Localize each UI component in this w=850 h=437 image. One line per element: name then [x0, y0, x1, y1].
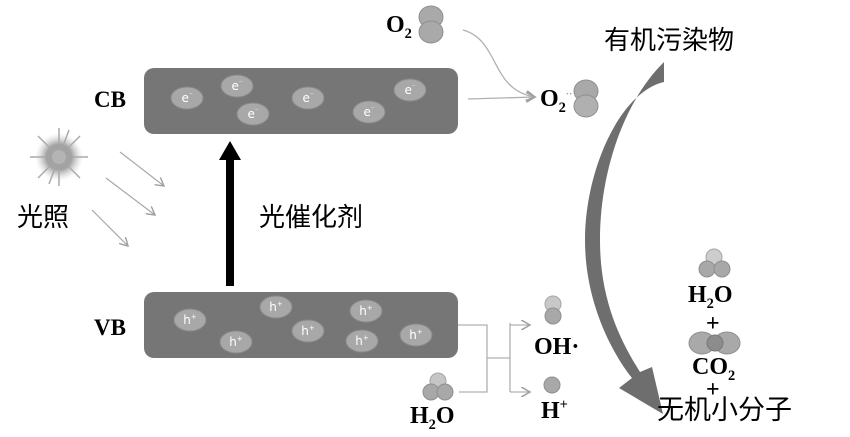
hole [291, 319, 325, 343]
light-rays [91, 151, 164, 246]
cb-label: CB [94, 87, 126, 112]
degradation-arrow [585, 62, 664, 414]
o2-molecule-top [418, 5, 444, 44]
hole [399, 323, 433, 347]
electron [220, 74, 254, 98]
plus-sign-2: + [706, 377, 720, 403]
hole [219, 330, 253, 354]
electron-label: e⁻ [181, 91, 192, 105]
cb-electron-transfer-arrow [467, 97, 535, 99]
water-molecule-input [422, 372, 454, 401]
hole [349, 299, 383, 323]
hole [259, 295, 293, 319]
electron-label: e⁻ [231, 79, 242, 93]
light-label: 光照 [17, 203, 70, 233]
co2-molecule [688, 331, 741, 355]
proton-label: H+ [541, 397, 568, 424]
hydroxyl-radical-label: OH· [534, 334, 580, 360]
water-input-label: H2O [410, 403, 455, 433]
o2-reduction-arrow [462, 29, 535, 97]
superoxide-label: O2·· [540, 86, 573, 116]
superoxide-molecule [573, 79, 599, 118]
o2-label: O2 [386, 12, 412, 42]
inorganic-molecules-label: 无机小分子 [657, 395, 792, 426]
catalyst-label: 光催化剂 [259, 203, 364, 233]
sun-icon [30, 128, 88, 186]
electron [291, 86, 325, 110]
water-product-label: H2O [688, 282, 733, 312]
electron [393, 78, 427, 102]
electron [170, 86, 204, 110]
plus-sign-1: + [706, 311, 720, 337]
excitation-arrow [219, 141, 241, 286]
proton-atom [543, 376, 561, 394]
vb-branch-lines [458, 323, 530, 392]
vb-label: VB [94, 315, 126, 340]
electron-label: e⁻ [404, 83, 415, 97]
electron-label: e⁻ [302, 91, 313, 105]
electron-label: e⁻ [363, 105, 374, 119]
water-molecule-product [698, 248, 731, 278]
hydroxyl-molecule [544, 295, 562, 325]
electron [352, 100, 386, 124]
electron-label: e⁻ [247, 107, 258, 121]
hole [345, 329, 379, 353]
hole [173, 308, 207, 332]
electron [236, 102, 270, 126]
co2-label: CO2 [692, 354, 736, 384]
organic-pollutant-label: 有机污染物 [604, 26, 735, 56]
